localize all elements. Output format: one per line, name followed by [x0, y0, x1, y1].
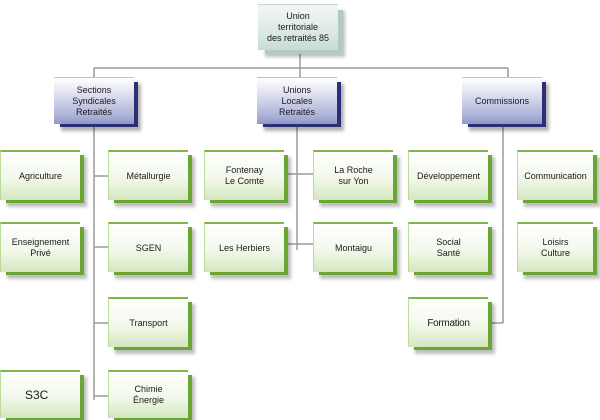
node-formation: Formation: [408, 297, 488, 347]
node-s3c: S3C: [0, 370, 80, 418]
node-social-sante: Social Santé: [408, 222, 488, 272]
node-les-herbiers: Les Herbiers: [204, 222, 284, 272]
node-loisirs-culture: Loisirs Culture: [517, 222, 593, 272]
node-sections-syndicales: Sections Syndicales Retraités: [54, 77, 134, 124]
node-transport: Transport: [108, 297, 188, 347]
node-unions-locales: Unions Locales Retraités: [257, 77, 337, 124]
node-enseignement-prive: Enseignement Privé: [0, 222, 80, 272]
node-agriculture: Agriculture: [0, 150, 80, 200]
node-sgen: SGEN: [108, 222, 188, 272]
node-union-territoriale: Union territoriale des retraités 85: [258, 4, 338, 50]
node-fontenay-le-comte: Fontenay Le Comte: [204, 150, 284, 200]
node-montaigu: Montaigu: [313, 222, 393, 272]
node-la-roche-sur-yon: La Roche sur Yon: [313, 150, 393, 200]
node-developpement: Développement: [408, 150, 488, 200]
node-chimie-energie: Chimie Énergie: [108, 370, 188, 418]
node-metallurgie: Métallurgie: [108, 150, 188, 200]
node-commissions: Commissions: [462, 77, 542, 124]
node-communication: Communication: [517, 150, 593, 200]
